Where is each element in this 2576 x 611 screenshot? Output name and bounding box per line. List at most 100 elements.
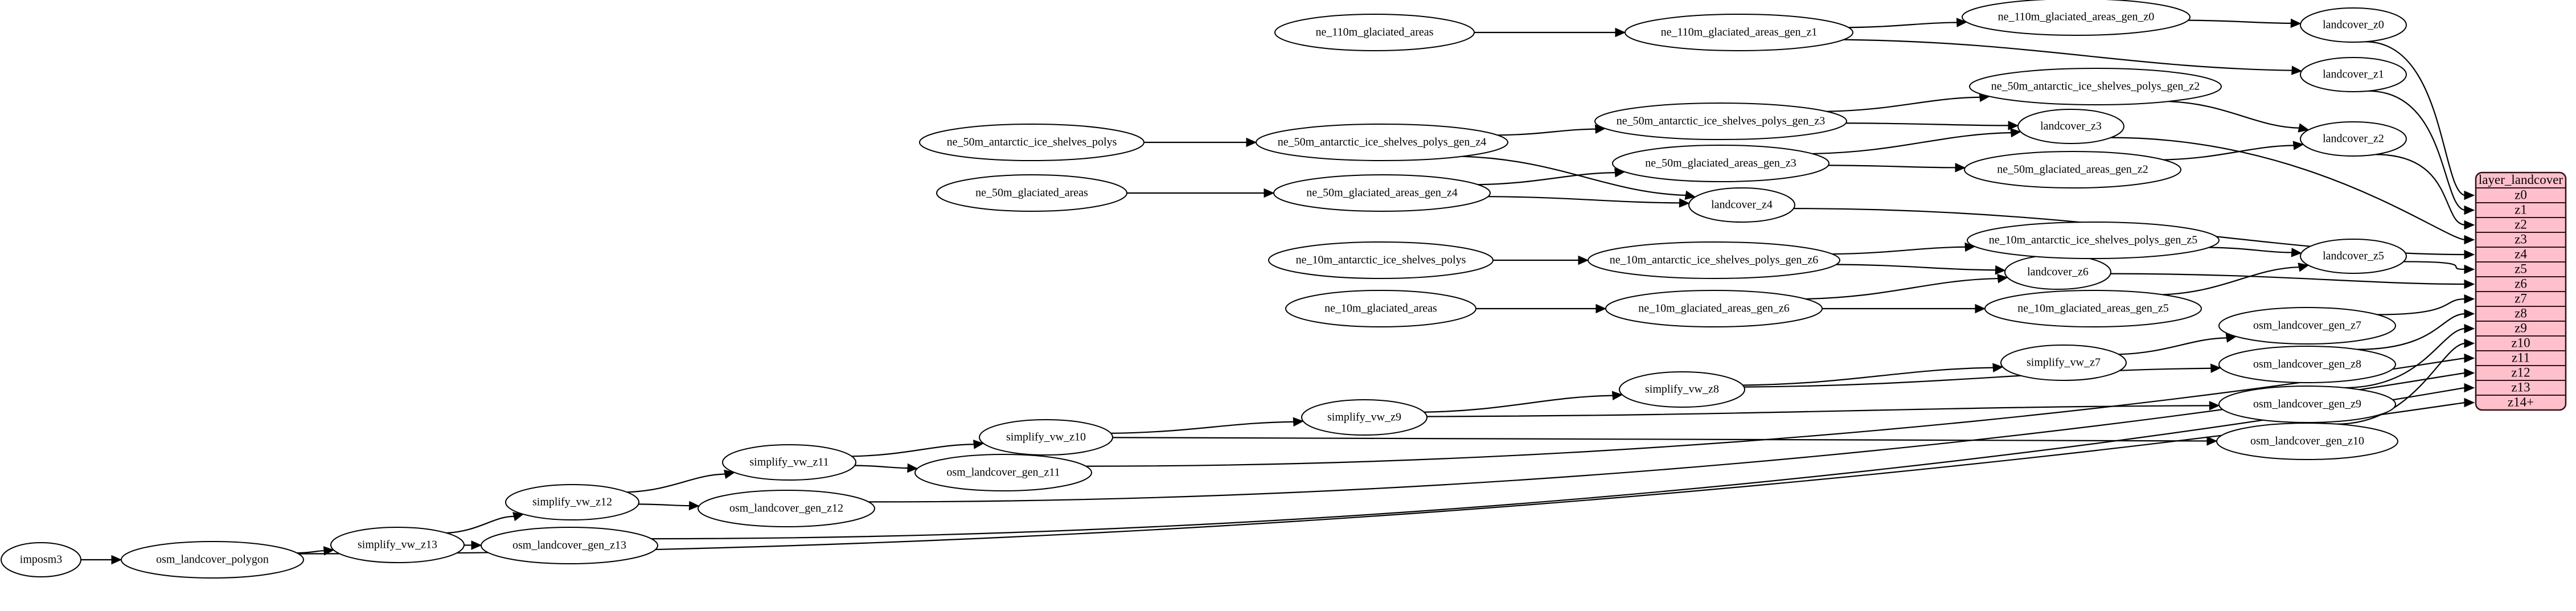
table-row-z3[interactable]: z3 (2515, 232, 2527, 246)
graph-node-ne_50m_antarctic_ice_shelves_polys_gen_z3[interactable]: ne_50m_antarctic_ice_shelves_polys_gen_z… (1594, 102, 1847, 140)
graph-edge (2118, 337, 2228, 355)
node-shape (1594, 102, 1847, 140)
node-shape (2300, 121, 2407, 157)
graph-node-simplify_vw_z11[interactable]: simplify_vw_z11 (722, 444, 856, 481)
graph-node-landcover_z5[interactable]: landcover_z5 (2300, 239, 2407, 274)
edge-arrowhead (2464, 309, 2475, 319)
table-row-z1[interactable]: z1 (2515, 202, 2527, 216)
table-row-z14plus[interactable]: z14+ (2508, 395, 2534, 409)
graph-node-osm_landcover_gen_z12[interactable]: osm_landcover_gen_z12 (698, 490, 875, 527)
node-shape (1605, 290, 1823, 327)
node-shape (919, 124, 1145, 161)
node-shape (914, 454, 1092, 491)
graph-node-ne_50m_glaciated_areas_gen_z2[interactable]: ne_50m_glaciated_areas_gen_z2 (1964, 151, 2181, 188)
graph-node-landcover_z1[interactable]: landcover_z1 (2300, 57, 2407, 92)
nodes-layer: imposm3 osm_landcover_polygon simplify_vw_… (1, 0, 2407, 579)
node-shape (2300, 57, 2407, 92)
graph-node-ne_50m_antarctic_ice_shelves_polys_gen_z2[interactable]: ne_50m_antarctic_ice_shelves_polys_gen_z… (1969, 68, 2222, 105)
table-row-z5[interactable]: z5 (2515, 261, 2527, 276)
table-row-z0[interactable]: z0 (2515, 187, 2527, 202)
graph-node-ne_110m_glaciated_areas_gen_z0[interactable]: ne_110m_glaciated_areas_gen_z0 (1962, 0, 2191, 36)
graph-node-ne_110m_glaciated_areas_gen_z1[interactable]: ne_110m_glaciated_areas_gen_z1 (1625, 14, 1853, 51)
graph-node-landcover_z2[interactable]: landcover_z2 (2300, 121, 2407, 157)
edge-arrowhead (2464, 235, 2475, 245)
node-shape (698, 490, 875, 527)
graph-node-landcover_z4[interactable]: landcover_z4 (1688, 187, 1795, 223)
edge-arrowhead (2464, 220, 2475, 230)
graph-node-ne_50m_antarctic_ice_shelves_polys[interactable]: ne_50m_antarctic_ice_shelves_polys (919, 124, 1145, 161)
node-shape (2218, 386, 2396, 423)
graph-edge (2403, 261, 2466, 270)
edge-arrowhead (1995, 265, 2006, 275)
graph-node-landcover_z6[interactable]: landcover_z6 (2004, 255, 2111, 290)
node-shape (1256, 124, 1508, 161)
graph-node-simplify_vw_z8[interactable]: simplify_vw_z8 (1619, 371, 1745, 408)
graph-node-ne_10m_antarctic_ice_shelves_polys_gen_z6[interactable]: ne_10m_antarctic_ice_shelves_polys_gen_z… (1588, 241, 1840, 279)
node-shape (2017, 109, 2124, 144)
graph-node-osm_landcover_gen_z10[interactable]: osm_landcover_gen_z10 (2216, 423, 2398, 460)
graph-node-ne_10m_antarctic_ice_shelves_polys[interactable]: ne_10m_antarctic_ice_shelves_polys (1268, 241, 1494, 279)
graph-node-landcover_z3[interactable]: landcover_z3 (2017, 109, 2124, 144)
graph-node-ne_50m_antarctic_ice_shelves_polys_gen_z4[interactable]: ne_50m_antarctic_ice_shelves_polys_gen_z… (1256, 124, 1508, 161)
graph-node-simplify_vw_z9[interactable]: simplify_vw_z9 (1301, 399, 1428, 436)
graph-edge (1112, 437, 2208, 442)
layer-landcover-table[interactable]: layer_landcoverz0z1z2z3z4z5z6z7z8z9z10z1… (2475, 171, 2567, 411)
edge-arrowhead (1578, 255, 1589, 265)
graph-node-ne_50m_glaciated_areas_gen_z3[interactable]: ne_50m_glaciated_areas_gen_z3 (1612, 145, 1830, 182)
edge-arrowhead (2298, 263, 2310, 272)
table-row-z13[interactable]: z13 (2511, 380, 2530, 394)
graph-node-simplify_vw_z10[interactable]: simplify_vw_z10 (979, 419, 1113, 456)
graph-node-simplify_vw_z13[interactable]: simplify_vw_z13 (330, 527, 465, 563)
graph-edge (1086, 357, 2466, 467)
graph-node-ne_110m_glaciated_areas[interactable]: ne_110m_glaciated_areas (1274, 14, 1475, 51)
graph-node-landcover_z0[interactable]: landcover_z0 (2300, 7, 2407, 43)
edge-arrowhead (1992, 363, 2004, 372)
graph-node-simplify_vw_z12[interactable]: simplify_vw_z12 (505, 484, 639, 520)
node-shape (1688, 187, 1795, 223)
edge-arrowhead (2210, 363, 2222, 374)
table-row-z6[interactable]: z6 (2515, 276, 2527, 290)
edge-arrowhead (2464, 353, 2475, 363)
edge-arrowhead (973, 440, 985, 449)
edge-arrowhead (2464, 338, 2475, 348)
edge-arrowhead (2464, 383, 2475, 393)
edge-arrowhead (2206, 436, 2218, 446)
table-row-z12[interactable]: z12 (2511, 365, 2530, 379)
graph-node-osm_landcover_polygon[interactable]: osm_landcover_polygon (121, 541, 304, 579)
table-row-z11[interactable]: z11 (2512, 350, 2530, 364)
graph-node-ne_10m_glaciated_areas_gen_z6[interactable]: ne_10m_glaciated_areas_gen_z6 (1605, 290, 1823, 327)
graph-node-simplify_vw_z7[interactable]: simplify_vw_z7 (2000, 345, 2127, 381)
edge-arrowhead (1615, 27, 1626, 38)
graph-edge (2162, 266, 2300, 296)
graph-edge (1845, 122, 2009, 126)
table-row-z9[interactable]: z9 (2515, 321, 2527, 335)
graph-edge (1488, 196, 1680, 204)
graph-node-ne_50m_glaciated_areas_gen_z4[interactable]: ne_50m_glaciated_areas_gen_z4 (1273, 174, 1491, 212)
graph-node-osm_landcover_gen_z7[interactable]: osm_landcover_gen_z7 (2218, 307, 2396, 345)
graph-node-osm_landcover_gen_z8[interactable]: osm_landcover_gen_z8 (2218, 346, 2396, 383)
graph-node-osm_landcover_gen_z11[interactable]: osm_landcover_gen_z11 (914, 454, 1092, 491)
table-row-z4[interactable]: z4 (2515, 247, 2527, 261)
node-shape (979, 419, 1113, 456)
graph-node-imposm3[interactable]: imposm3 (1, 542, 81, 577)
graph-edge (1836, 264, 1996, 271)
graph-node-osm_landcover_gen_z13[interactable]: osm_landcover_gen_z13 (481, 527, 658, 564)
graph-node-ne_10m_glaciated_areas_gen_z5[interactable]: ne_10m_glaciated_areas_gen_z5 (1984, 290, 2202, 327)
edge-arrowhead (2464, 264, 2475, 274)
table-row-z8[interactable]: z8 (2515, 306, 2527, 320)
table-row-z10[interactable]: z10 (2511, 335, 2530, 350)
edge-arrowhead (2298, 123, 2310, 133)
graph-edge (1828, 165, 1956, 169)
graph-edge (1832, 246, 1966, 255)
table-row-z7[interactable]: z7 (2515, 291, 2527, 305)
graph-edge (1110, 421, 1294, 434)
graph-edge (1805, 277, 1999, 300)
graph-node-osm_landcover_gen_z9[interactable]: osm_landcover_gen_z9 (2218, 386, 2396, 423)
graph-node-ne_10m_antarctic_ice_shelves_polys_gen_z5[interactable]: ne_10m_antarctic_ice_shelves_polys_gen_z… (1967, 222, 2220, 259)
graph-node-ne_10m_glaciated_areas[interactable]: ne_10m_glaciated_areas (1285, 290, 1476, 327)
graph-node-ne_50m_glaciated_areas[interactable]: ne_50m_glaciated_areas (936, 174, 1127, 212)
table-title: layer_landcover (2479, 173, 2563, 187)
table-row-z2[interactable]: z2 (2515, 217, 2527, 231)
node-shape (2218, 307, 2396, 345)
